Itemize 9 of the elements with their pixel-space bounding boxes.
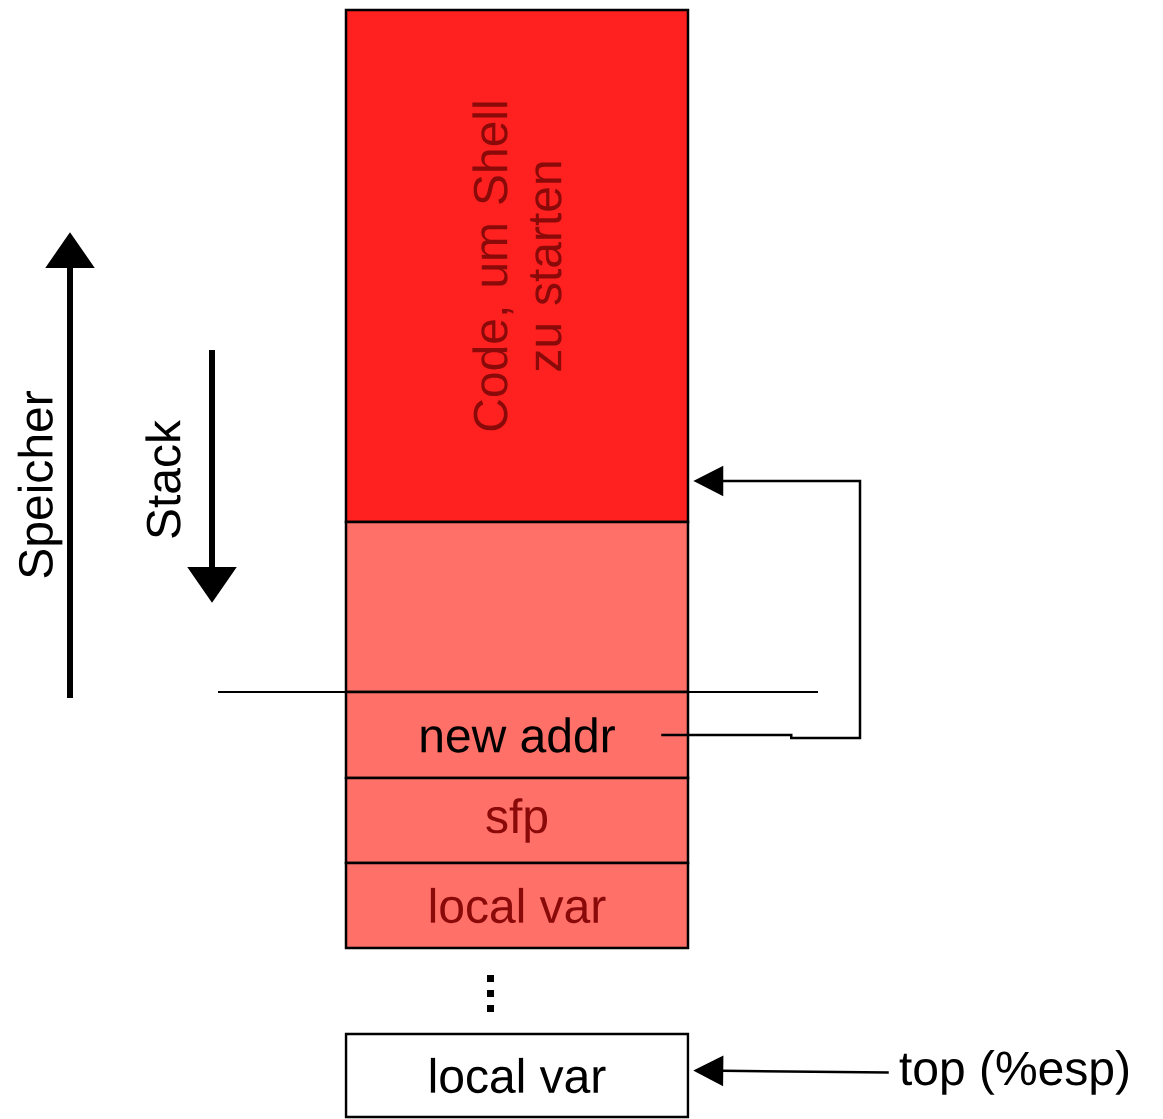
code-block: Code, um Shell zu starten: [344, 8, 690, 524]
stack-cell: new addr: [344, 690, 690, 780]
axis-label: Speicher: [17, 391, 63, 578]
stack-cell: local var: [344, 1032, 690, 1119]
pointer-label: top (%esp): [899, 1050, 1128, 1095]
stack-cell: [344, 520, 690, 694]
axis-label: Stack: [145, 419, 181, 538]
stack-cell: sfp: [344, 776, 690, 865]
stack-cell: local var: [344, 861, 690, 950]
